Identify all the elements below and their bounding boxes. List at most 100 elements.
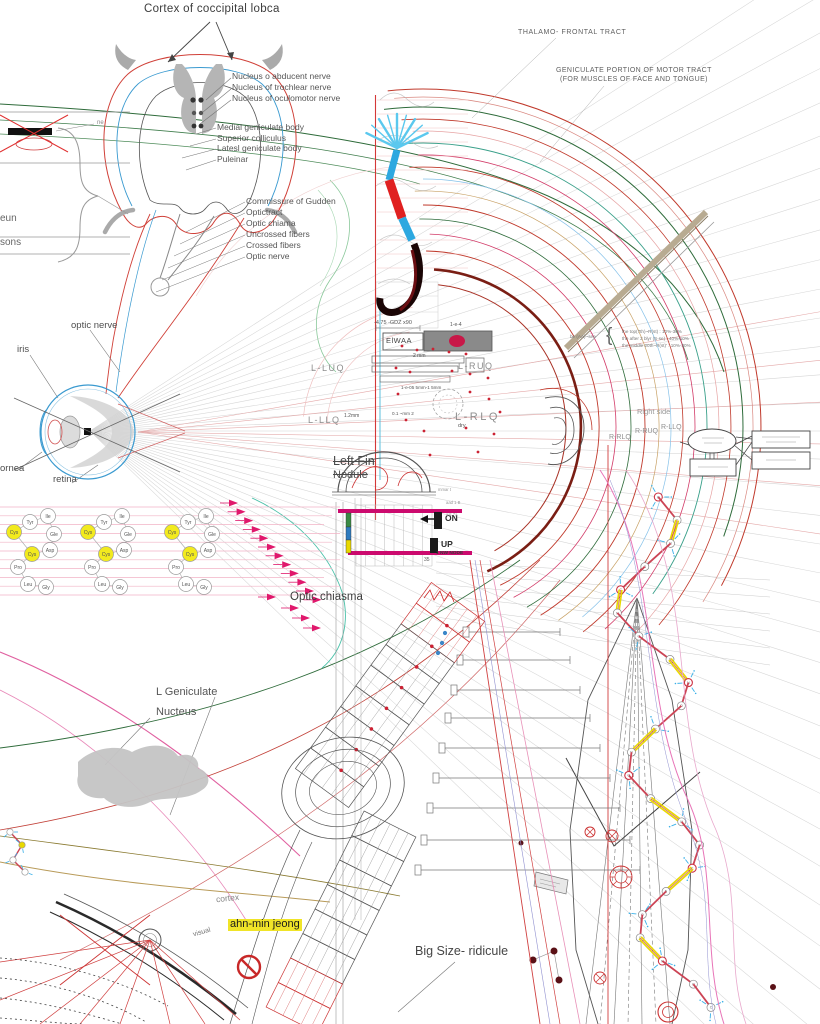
svg-text:Ile: Ile (45, 514, 51, 520)
label-crossed-fibers: Crossed fibers (246, 240, 301, 250)
label-brace-line-3: the middle 20th~R(st)' : 10%-30% (622, 343, 691, 348)
label-uncrossed-fibers: Uncrossed fibers (246, 229, 310, 239)
label-on: ON (445, 513, 458, 523)
label-brace-left: be (AA)~see (570, 334, 596, 339)
label-tiny-2: aad 1 B (446, 500, 461, 505)
label-measure-3: 2 mm (413, 353, 426, 359)
label-nucleus-oculomotor: Nucleus of oculomotor nerve (232, 93, 341, 103)
ladder-bands (265, 582, 486, 1024)
label-measure-4: 1-e-05 5mm-1 5mm (401, 385, 442, 390)
svg-text:Ile: Ile (203, 514, 209, 520)
label-iris: iris (17, 344, 30, 355)
label-retina: retina (53, 474, 77, 485)
svg-text:Cys: Cys (10, 530, 19, 536)
label-lateral-geniculate: Latesl geniculate body (217, 143, 302, 153)
svg-text:Ile: Ile (119, 514, 125, 520)
svg-text:Pro: Pro (88, 565, 96, 571)
svg-text:Leu: Leu (24, 582, 33, 588)
central-strip (365, 92, 468, 520)
label-cornea: ornea (0, 463, 25, 474)
svg-text:C: C (676, 519, 679, 523)
ear-swirl (539, 388, 593, 466)
label-optic-nerve-list: Optic nerve (246, 251, 290, 261)
svg-text:Cys: Cys (102, 552, 111, 558)
technical-device (332, 325, 493, 567)
molecular-chain: OCNOCNOCNOCNOCNOCNOCNOC (608, 484, 724, 1022)
geniculate-blob (77, 745, 209, 807)
svg-text:Gly: Gly (200, 585, 208, 591)
green-tract-lines (0, 103, 725, 373)
concentric-arc-sweep (195, 88, 762, 633)
label-geniculate-motor-2: (FOR MUSCLES OF FACE AND TONGUE) (560, 76, 708, 83)
red-ray-fan (137, 311, 820, 535)
label-new-node: 1 NW NODE (436, 551, 464, 556)
svg-text:C: C (654, 727, 657, 731)
svg-text:Leu: Leu (182, 582, 191, 588)
label-measure-5: 0.1 ~mm 2 (392, 411, 414, 416)
label-measure-6: 1.2mm (344, 413, 360, 419)
label-nodule: Nodule (333, 469, 368, 481)
label-elwaa-box: ElWAA (386, 336, 412, 345)
leader-lines (17, 21, 605, 1013)
label-l-luq: L-LUQ (311, 363, 346, 373)
label-sons: sons (0, 237, 22, 248)
kite-red-glyphs (584, 826, 679, 1023)
svg-text:Asp: Asp (120, 548, 129, 554)
mini-molecular-chain (3, 828, 33, 876)
constellation-dots (518, 840, 776, 990)
brace-glyph: { (606, 325, 613, 346)
steep-lines (335, 498, 581, 1024)
tan-diagonal-bar (563, 209, 715, 359)
svg-text:Cys: Cys (186, 552, 195, 558)
label-dry: dry (458, 423, 466, 429)
label-optic-chiama: Optic chiama (246, 218, 296, 228)
left-edge-fragments (0, 111, 130, 263)
sweeping-curves (0, 179, 561, 961)
label-ne: ne (97, 120, 104, 126)
svg-text:C: C (691, 867, 694, 871)
label-l-llq: L-LLQ (308, 415, 341, 425)
svg-text:Cys: Cys (84, 530, 93, 536)
red-scribble (423, 589, 455, 603)
svg-text:Pro: Pro (172, 565, 180, 571)
label-brace-line-1: the top(7th)~R(st) : 10%-30% (622, 329, 682, 334)
brain-section (102, 44, 298, 399)
label-l-ruq: L-RUQ (458, 361, 494, 371)
label-cortex-occipital: Cortex of coccipital lobca (144, 3, 280, 15)
label-brace-line-2: the after 2 blyr (S-se) : 40%-10% (622, 336, 689, 341)
measurement-pins (414, 626, 641, 876)
label-l-rlq: L-RLQ (455, 411, 500, 423)
red-scatter-dots (394, 344, 502, 457)
label-tiny-3: ast 7a (446, 512, 458, 517)
svg-text:Gle: Gle (50, 532, 58, 538)
svg-text:Tyr: Tyr (27, 520, 34, 526)
label-medial-geniculate: Medial geniculate body (217, 122, 304, 132)
label-geniculate-motor-1: GENICULATE PORTION OF MOTOR TRACT (556, 67, 712, 74)
eye-diagram (13, 384, 186, 480)
kite-structure (533, 445, 701, 1024)
label-measure-1: -4.75 -GDZ x90 (374, 320, 412, 326)
svg-text:Gle: Gle (208, 532, 216, 538)
svg-text:Gly: Gly (116, 585, 124, 591)
label-l-geniculate: L Geniculate (156, 686, 218, 698)
svg-text:Cys: Cys (28, 552, 37, 558)
label-nucteus: Nucteus (156, 706, 197, 718)
label-pulvinar: Puleinar (217, 154, 249, 164)
label-left-fin: Left Fin (333, 454, 375, 468)
svg-text:Leu: Leu (98, 582, 107, 588)
label-nucleus-trochlear: Nucleus of trochlear nerve (232, 82, 332, 92)
label-35: 35 (424, 557, 430, 563)
label-optic-nerve: optic nerve (71, 320, 118, 331)
label-r-rlq: R-RLQ (609, 434, 631, 441)
magenta-arrow-field (220, 499, 322, 632)
svg-text:Gly: Gly (42, 585, 50, 591)
label-right-side: Right side (637, 407, 671, 416)
svg-text:Asp: Asp (204, 548, 213, 554)
label-commissure-gudden: Commissure of Gudden (246, 196, 336, 206)
label-superior-colliculus: Superior colliculus (217, 133, 286, 143)
label-optictract: Optictract (246, 207, 283, 217)
label-r-llq: R-LLQ (661, 424, 682, 431)
